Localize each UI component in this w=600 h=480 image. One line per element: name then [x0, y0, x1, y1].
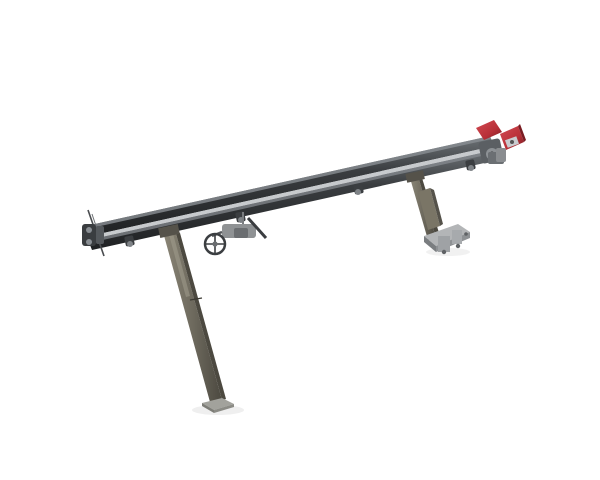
drive-motor-assembly	[476, 120, 526, 164]
handwheel-adjuster	[203, 212, 268, 256]
left-foot-plate	[202, 398, 234, 413]
lower-rail-beam	[88, 150, 498, 250]
left-end-idler	[82, 209, 105, 257]
upper-rail-beam	[86, 136, 494, 236]
right-support-leg	[410, 176, 443, 240]
left-support-leg	[163, 230, 226, 402]
left-leg-joint	[158, 224, 180, 238]
right-foot-bracket	[424, 224, 470, 255]
motor-housing-red	[476, 120, 502, 140]
right-leg-joint	[405, 170, 425, 183]
rail-gap-highlight	[88, 146, 494, 240]
